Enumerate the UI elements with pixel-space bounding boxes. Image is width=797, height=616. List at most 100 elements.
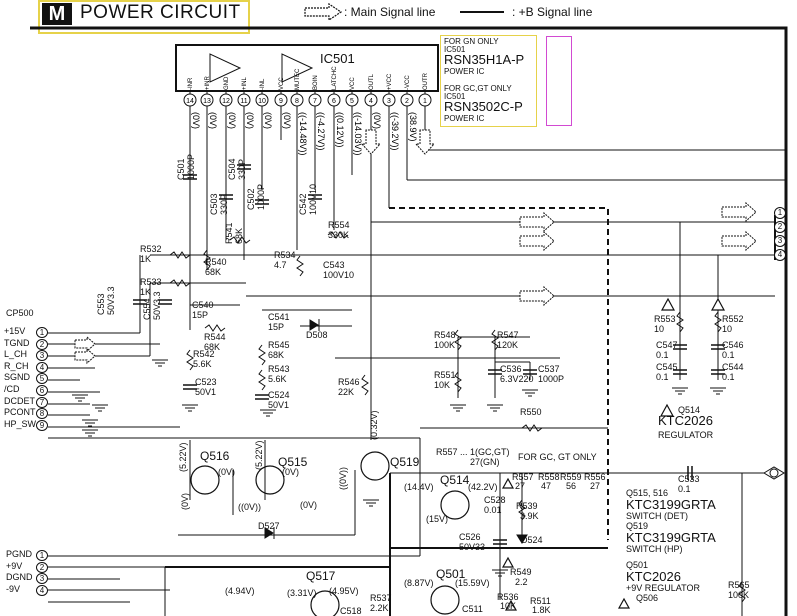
ic-pin-voltage: ((-39.2V)) [390, 112, 400, 151]
connector-pin: 7 [36, 396, 48, 408]
connector-pin: 1 [36, 327, 48, 338]
component-id: C543 [323, 260, 345, 270]
signal-arrow-icon [721, 230, 757, 252]
schematic-label: R556 [584, 472, 606, 482]
component-id: C504 [227, 158, 237, 180]
connector-pin-label: R_CH [4, 360, 29, 371]
component-value: 68K [205, 267, 221, 277]
q517-symbol [310, 590, 340, 616]
component-id: C533 [678, 474, 700, 484]
transistor-voltage: (5.22V) [178, 442, 188, 472]
ic-pin-number: 5 [350, 98, 354, 105]
connector-pin-label: +15V [4, 326, 26, 336]
q501-part: KTC2026 [626, 569, 681, 584]
q514-part: KTC2026 [658, 413, 713, 428]
q501-desc: +9V REGULATOR [626, 583, 700, 593]
signal-arrow-icon [360, 129, 382, 155]
ic-pin-number: 8 [295, 98, 299, 105]
q501-name: Q501 [626, 560, 649, 570]
schematic-label: 10K [500, 601, 516, 611]
d508-diode-icon [309, 319, 319, 331]
q515-part: KTC3199GRTA [626, 497, 716, 512]
warning-icon [501, 477, 515, 489]
ic-pin-name: VCC [350, 77, 356, 90]
ic-note-part2: RSN3502C-P [444, 99, 523, 114]
signal-arrow-icon [74, 335, 96, 353]
q514-label: Q514 [440, 473, 470, 487]
component-id: C544 [722, 362, 744, 372]
component-value: 50V3.3 [106, 286, 116, 315]
component-id: C523 [195, 377, 217, 387]
schematic-label: R536 [497, 592, 519, 602]
transistor-voltage: (3.31V) [287, 588, 317, 598]
schematic-label: 0.01 [484, 505, 502, 515]
ic-note-line3: FOR GC,GT ONLY [444, 84, 512, 93]
schematic-label: 56 [566, 481, 576, 491]
component-id: R540 [205, 257, 227, 267]
ic-pin-voltage: (0V) [372, 112, 382, 129]
component-id: R553 [654, 314, 676, 324]
transistor-voltage: (14.4V) [404, 482, 434, 492]
component-id: C547 [656, 340, 678, 350]
connector-pin: 6 [36, 385, 48, 396]
component-value: 50V1 [195, 387, 216, 397]
ic-pin-voltage: ((0.12V)) [335, 112, 345, 148]
component-value: 1000P [186, 154, 196, 180]
component-value: 10 [722, 324, 732, 334]
schematic-label: 50V33 [459, 542, 485, 552]
component-value: 1000P [538, 374, 564, 384]
b-signal-line-icon [460, 11, 504, 13]
component-value: 1000P [256, 184, 266, 210]
q515-symbol [255, 465, 285, 495]
q515-desc: SWITCH (DET) [626, 511, 688, 521]
ic-note-line2: IC501 [444, 45, 466, 54]
warning-icon [659, 403, 675, 417]
signal-arrow-icon [519, 285, 555, 307]
schematic-label: 27 [515, 481, 525, 491]
component-id: R533 [140, 277, 162, 287]
component-value: 1K [140, 287, 151, 297]
component-value: 5.6K [268, 374, 287, 384]
ic-pin-circle [400, 93, 414, 107]
ic-note-desc1: POWER IC [444, 67, 485, 76]
component-value: 330P [219, 194, 229, 215]
signal-arrow-icon [74, 347, 96, 365]
connector-pin: 4 [774, 249, 786, 261]
component-value: 10K [434, 380, 450, 390]
page-title: POWER CIRCUIT [80, 2, 241, 23]
ic-pin-circle [183, 93, 197, 107]
q501-symbol [430, 585, 460, 615]
ic-note-line1: FOR GN ONLY [444, 37, 499, 46]
connector-pin: 3 [36, 350, 48, 362]
component-value: 0.1 [722, 350, 735, 360]
component-value: 68K [204, 342, 220, 352]
q519-desc: SWITCH (HP) [626, 544, 683, 554]
component-value: 1K [140, 254, 151, 264]
component-value: 4.7 [274, 260, 287, 270]
component-id: C501 [176, 158, 186, 180]
connector-pin-label: TGND [4, 337, 30, 348]
ic-pin-circle [219, 93, 233, 107]
component-value: 100K [434, 340, 455, 350]
ic-pin-voltage: ((-14.48V)) [298, 112, 308, 156]
component-value: 15P [192, 310, 208, 320]
connector-pin-label: DGND [6, 572, 33, 583]
ic-pin-name: BOIN [313, 75, 319, 90]
signal-arrow-icon [519, 211, 555, 233]
component-value: 100K [728, 590, 749, 600]
component-value: 330P [237, 159, 247, 180]
q515-desc-block: Q515, 516 KTC3199GRTA SWITCH (DET) [626, 488, 716, 521]
component-value: 6.3V220 [500, 374, 534, 384]
ic-pin-name: GND [224, 76, 230, 90]
q501-label: Q501 [436, 567, 466, 581]
q514-name: Q514 [678, 405, 701, 415]
ic-note-box: FOR GN ONLY IC501 RSN35H1A-P POWER IC FO… [440, 35, 537, 127]
q519-desc-block: Q519 KTC3199GRTA SWITCH (HP) [626, 521, 716, 554]
component-id: R545 [268, 340, 290, 350]
ic-pin-number: 7 [313, 98, 317, 105]
component-id: R547 [497, 330, 519, 340]
q514-symbol [440, 490, 470, 520]
cp500-label: CP500 [6, 308, 34, 318]
component-id: R537 [370, 593, 392, 603]
